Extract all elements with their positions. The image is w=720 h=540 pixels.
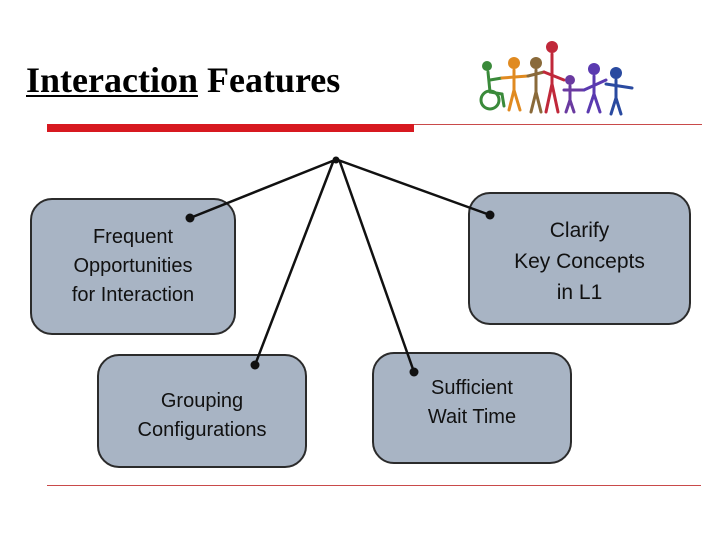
clarify-key-concepts-label: Clarify Key Concepts in L1 — [514, 219, 645, 304]
frequent-opportunities-box: Frequent Opportunities for Interaction — [30, 198, 236, 335]
sufficient-wait-time-label: Sufficient Wait Time — [427, 377, 517, 428]
connector-end-dot — [485, 210, 495, 220]
people-holding-hands-icon — [479, 41, 634, 116]
grouping-configurations-box: Grouping Configurations — [97, 354, 307, 468]
title-underlined-word: Interaction — [26, 60, 198, 100]
figure-head — [530, 57, 542, 69]
connector-end-dot — [250, 360, 260, 370]
figure-head — [588, 63, 600, 75]
figure-head — [482, 61, 492, 71]
clarify-key-concepts-box: Clarify Key Concepts in L1 — [468, 192, 691, 325]
top-rule — [414, 124, 702, 125]
figure-head — [565, 75, 575, 85]
connector-grouping — [253, 160, 335, 367]
frequent-opportunities-label: Frequent Opportunities for Interaction — [71, 226, 195, 306]
figure-head — [546, 41, 558, 53]
page-title: Interaction Features — [26, 62, 340, 98]
figure-head — [610, 67, 622, 79]
title-rest: Features — [197, 60, 341, 100]
connector-end-dot — [185, 213, 195, 223]
connector-clarify — [336, 158, 492, 217]
connector-wait — [338, 160, 416, 374]
bottom-rule — [47, 485, 701, 486]
connector-frequent — [188, 158, 337, 220]
connector-hub-dot — [332, 156, 340, 164]
connector-end-dot — [409, 367, 419, 377]
sufficient-wait-time-box: Sufficient Wait Time — [372, 352, 572, 464]
title-accent-bar — [47, 124, 414, 132]
grouping-configurations-label: Grouping Configurations — [137, 390, 267, 441]
figure-head — [508, 57, 520, 69]
